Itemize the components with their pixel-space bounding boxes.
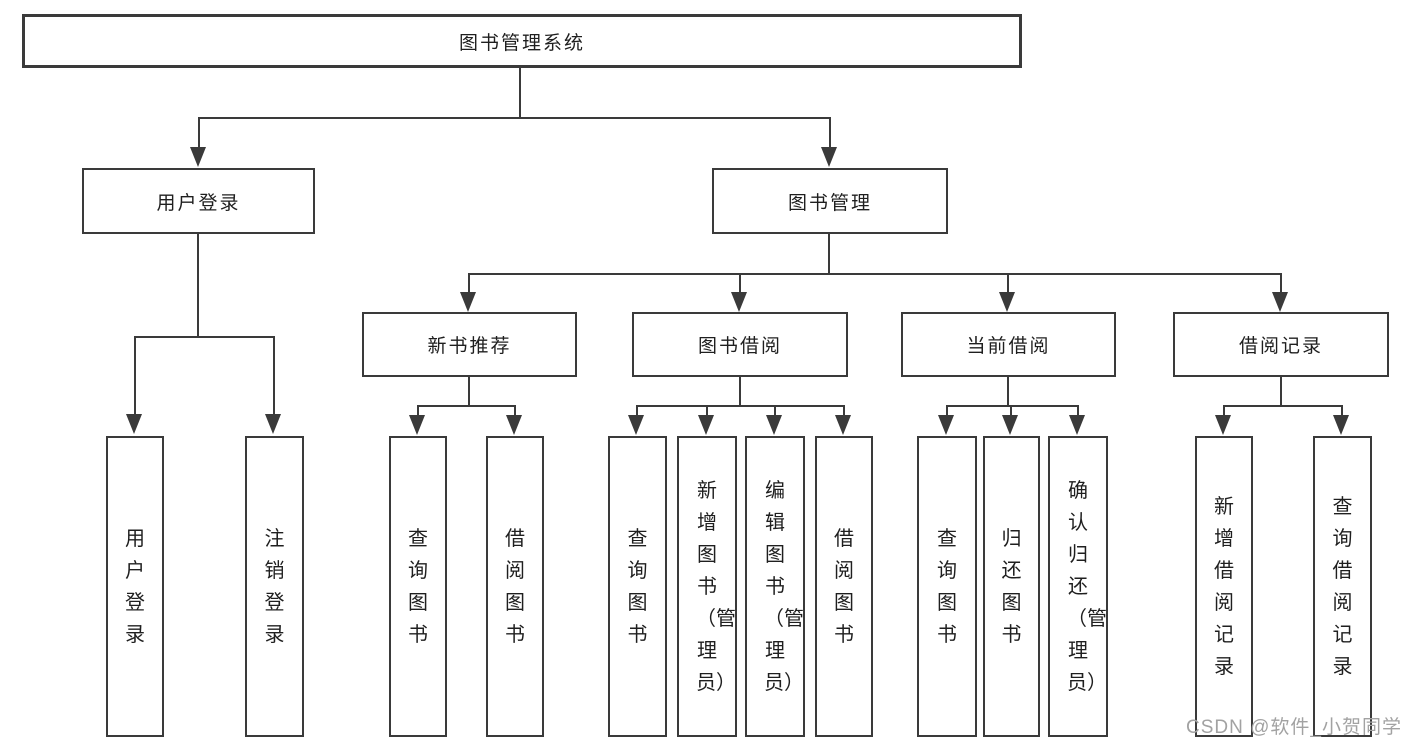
leaf-bb-edit-books: 编辑图书（管理员） bbox=[745, 436, 805, 737]
node-new-book-rec: 新书推荐 bbox=[362, 312, 577, 377]
connector-br-query-stem bbox=[1341, 405, 1343, 416]
node-borrow-record: 借阅记录 bbox=[1173, 312, 1389, 377]
arrow-down-user-login bbox=[190, 147, 206, 167]
arrow-down-bb-borrow bbox=[835, 415, 851, 435]
leaf-bb-query-books-label: 查询图书 bbox=[627, 527, 648, 646]
arrow-down-book-borrow bbox=[731, 292, 747, 312]
arrow-down-leaf-login bbox=[126, 414, 142, 434]
leaf-nb-query-books-label: 查询图书 bbox=[408, 527, 428, 646]
node-user-login: 用户登录 bbox=[82, 168, 315, 234]
node-root: 图书管理系统 bbox=[22, 14, 1022, 68]
arrow-down-cb-confirm bbox=[1069, 415, 1085, 435]
leaf-bb-query-books: 查询图书 bbox=[608, 436, 667, 737]
node-book-mgmt: 图书管理 bbox=[712, 168, 948, 234]
leaf-bb-borrow-books: 借阅图书 bbox=[815, 436, 873, 737]
arrow-down-br-add bbox=[1215, 415, 1231, 435]
leaf-cb-query-books: 查询图书 bbox=[917, 436, 977, 737]
node-borrow-record-label: 借阅记录 bbox=[1238, 336, 1323, 357]
connector-borrow-record-drop bbox=[1280, 377, 1282, 405]
leaf-user-login: 用户登录 bbox=[106, 436, 164, 737]
arrow-down-borrow-record bbox=[1272, 292, 1288, 312]
leaf-bb-add-books-label: 新增图书（管理员） bbox=[696, 479, 736, 694]
leaf-cb-confirm-return-label: 确认归还（管理员） bbox=[1067, 479, 1107, 694]
leaf-nb-borrow-books: 借阅图书 bbox=[486, 436, 544, 737]
leaf-nb-borrow-books-label: 借阅图书 bbox=[505, 527, 525, 646]
arrow-down-bb-query bbox=[628, 415, 644, 435]
connector-current-borrow-bar bbox=[946, 405, 1078, 407]
node-book-borrow-label: 图书借阅 bbox=[697, 336, 782, 357]
connector-new-book-bar bbox=[417, 405, 516, 407]
arrow-down-leaf-logout bbox=[265, 414, 281, 434]
csdn-watermark: CSDN @软件_小贺同学 bbox=[1186, 717, 1402, 738]
connector-bb-query-stem bbox=[636, 405, 638, 416]
arrow-down-cb-query bbox=[938, 415, 954, 435]
leaf-br-query-record-label: 查询借阅记录 bbox=[1332, 495, 1353, 678]
connector-book-mgmt-stem bbox=[829, 117, 831, 148]
node-root-label: 图书管理系统 bbox=[458, 32, 585, 54]
connector-leaf-logout-stem bbox=[273, 336, 275, 415]
connector-user-login-bar bbox=[134, 336, 275, 338]
connector-borrow-record-bar bbox=[1223, 405, 1343, 407]
connector-borrow-record-stem bbox=[1280, 273, 1282, 293]
node-book-mgmt-label: 图书管理 bbox=[787, 192, 872, 214]
leaf-cb-return-books: 归还图书 bbox=[983, 436, 1040, 737]
connector-new-book-drop bbox=[468, 377, 470, 405]
leaf-br-add-record: 新增借阅记录 bbox=[1195, 436, 1253, 737]
leaf-br-query-record: 查询借阅记录 bbox=[1313, 436, 1372, 737]
leaf-user-login-label: 用户登录 bbox=[125, 527, 145, 646]
node-new-book-rec-label: 新书推荐 bbox=[427, 336, 512, 357]
leaf-nb-query-books: 查询图书 bbox=[389, 436, 447, 737]
node-current-borrow-label: 当前借阅 bbox=[966, 336, 1051, 357]
leaf-cb-query-books-label: 查询图书 bbox=[937, 527, 957, 646]
leaf-logout-label: 注销登录 bbox=[264, 527, 285, 646]
leaf-cb-confirm-return: 确认归还（管理员） bbox=[1048, 436, 1108, 737]
connector-bb-add-stem bbox=[706, 405, 708, 416]
arrow-down-bb-add bbox=[698, 415, 714, 435]
connector-nb-query-stem bbox=[417, 405, 419, 416]
connector-root-drop bbox=[519, 67, 521, 117]
connector-book-borrow-drop bbox=[739, 377, 741, 405]
connector-cb-confirm-stem bbox=[1077, 405, 1079, 416]
connector-cb-query-stem bbox=[946, 405, 948, 416]
connector-br-add-stem bbox=[1223, 405, 1225, 416]
connector-new-book-stem bbox=[468, 273, 470, 293]
connector-book-mgmt-bar bbox=[468, 273, 1281, 275]
arrow-down-new-book bbox=[460, 292, 476, 312]
arrow-down-br-query bbox=[1333, 415, 1349, 435]
leaf-cb-return-books-label: 归还图书 bbox=[1001, 527, 1022, 646]
leaf-bb-borrow-books-label: 借阅图书 bbox=[834, 527, 854, 646]
node-user-login-label: 用户登录 bbox=[156, 192, 241, 214]
arrow-down-book-mgmt bbox=[821, 147, 837, 167]
connector-user-login-drop bbox=[197, 234, 199, 336]
connector-book-mgmt-drop bbox=[828, 234, 830, 273]
connector-user-login-stem bbox=[198, 117, 200, 148]
arrow-down-nb-query bbox=[409, 415, 425, 435]
arrow-down-nb-borrow bbox=[506, 415, 522, 435]
arrow-down-bb-edit bbox=[766, 415, 782, 435]
leaf-logout: 注销登录 bbox=[245, 436, 304, 737]
connector-bb-edit-stem bbox=[774, 405, 776, 416]
leaf-bb-edit-books-label: 编辑图书（管理员） bbox=[764, 479, 804, 694]
arrow-down-cb-return bbox=[1002, 415, 1018, 435]
node-current-borrow: 当前借阅 bbox=[901, 312, 1116, 377]
connector-book-borrow-bar bbox=[636, 405, 844, 407]
leaf-bb-add-books: 新增图书（管理员） bbox=[677, 436, 737, 737]
connector-book-borrow-stem bbox=[739, 273, 741, 293]
connector-nb-borrow-stem bbox=[514, 405, 516, 416]
leaf-br-add-record-label: 新增借阅记录 bbox=[1214, 495, 1234, 678]
connector-leaf-login-stem bbox=[134, 336, 136, 415]
connector-root-bar bbox=[199, 117, 831, 119]
arrow-down-current-borrow bbox=[999, 292, 1015, 312]
connector-current-borrow-stem bbox=[1007, 273, 1009, 293]
connector-cb-return-stem bbox=[1010, 405, 1012, 416]
node-book-borrow: 图书借阅 bbox=[632, 312, 848, 377]
connector-bb-borrow-stem bbox=[843, 405, 845, 416]
connector-current-borrow-drop bbox=[1007, 377, 1009, 405]
